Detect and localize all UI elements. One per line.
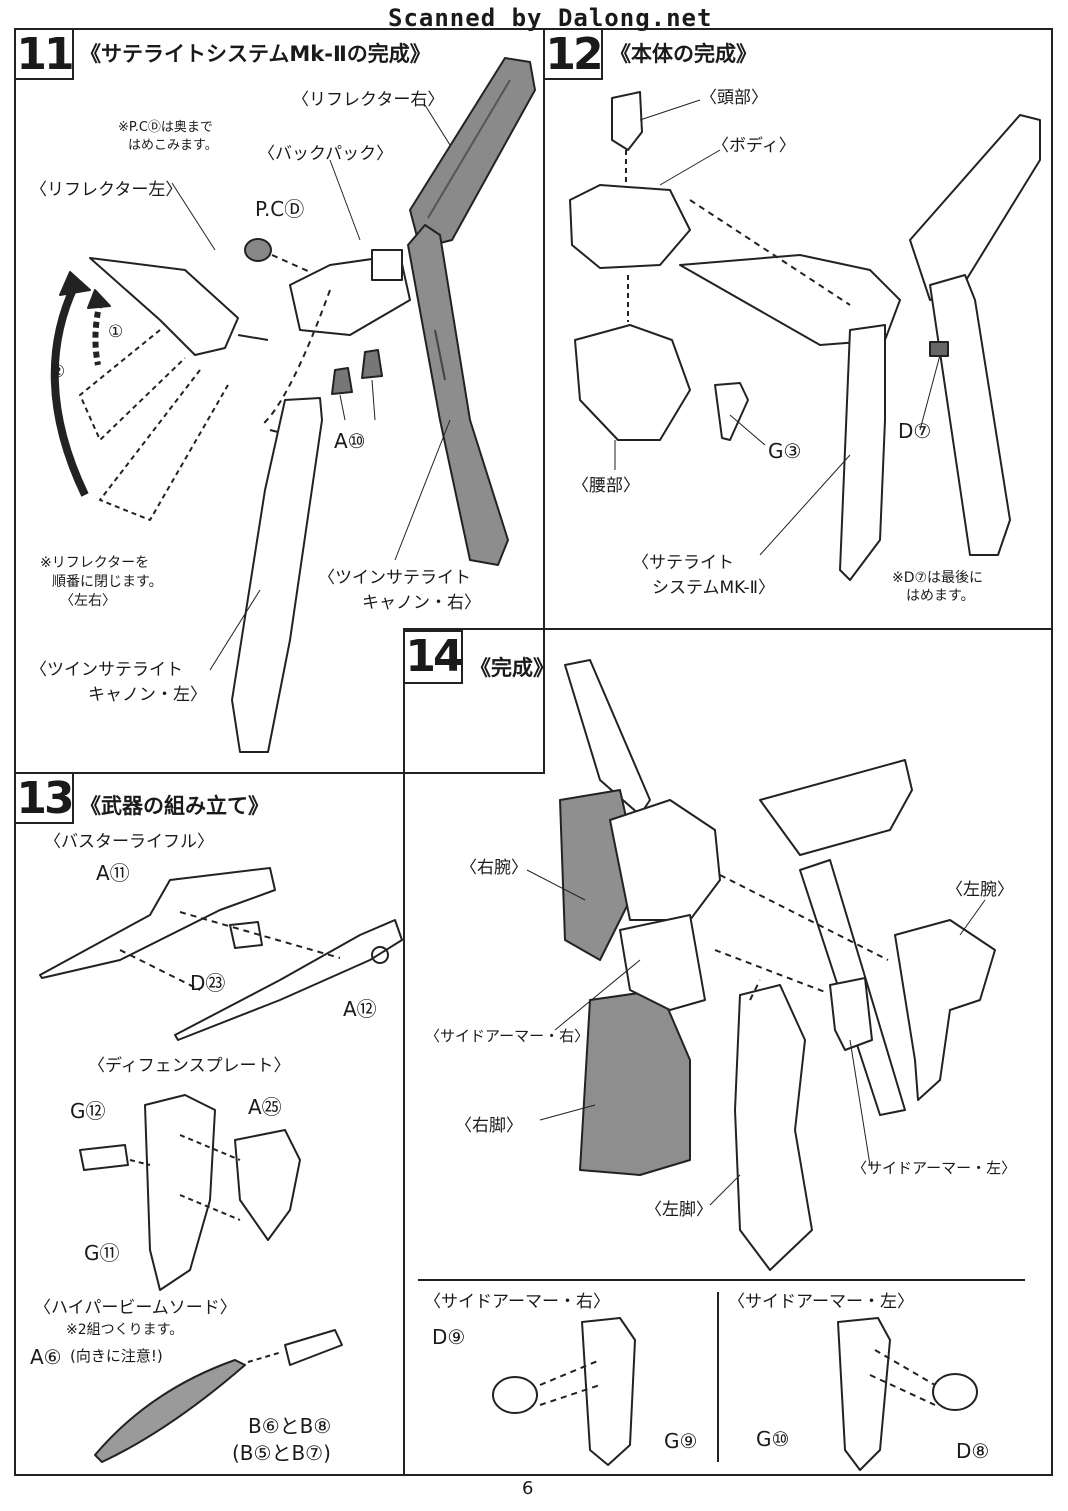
- label-satellite-1: 〈サテライト: [632, 553, 734, 573]
- beam-saber-drawing: [94, 1359, 246, 1463]
- step-14-panel: [403, 628, 1053, 1476]
- waist-drawing: [574, 324, 691, 441]
- step-14-title: 《完成》: [470, 656, 554, 680]
- label-cannon-left-1: 〈ツインサテライト: [30, 660, 183, 680]
- step-11-number: 11: [14, 28, 75, 80]
- part-g10: G⑩: [756, 1427, 790, 1451]
- label-waist: 〈腰部〉: [572, 476, 640, 496]
- note-close-reflector-3: 〈左右〉: [60, 593, 116, 609]
- label-side-armor-right: 〈サイドアーマー・右〉: [425, 1027, 590, 1045]
- label-reflector-right: 〈リフレクター右〉: [292, 90, 445, 110]
- note-close-reflector-2: 順番に閉じます。: [52, 574, 163, 590]
- part-b5-b7: (B⑤とB⑦): [232, 1441, 331, 1465]
- step-13-title: 《武器の組み立て》: [80, 794, 269, 818]
- label-side-armor-left: 〈サイドアーマー・左〉: [852, 1159, 1017, 1177]
- step-11-title: 《サテライトシステムMk-Ⅱの完成》: [80, 42, 431, 66]
- side-armor-right-drawing: [619, 914, 706, 1011]
- part-d9: D⑨: [432, 1325, 466, 1349]
- detail-side-armor-left-drawing: [837, 1317, 891, 1471]
- label-head: 〈頭部〉: [700, 88, 768, 108]
- part-d23: D㉓: [190, 971, 226, 995]
- label-right-arm: 〈右腕〉: [460, 858, 528, 878]
- part-g9: G⑨: [664, 1429, 698, 1453]
- label-left-arm: 〈左腕〉: [946, 880, 1014, 900]
- right-leg-drawing: [579, 989, 691, 1176]
- note-pc-insert-1: ※P.CⒹは奥まで: [118, 120, 213, 135]
- label-left-leg: 〈左脚〉: [645, 1200, 713, 1220]
- part-pc-d: P.CⒹ: [255, 197, 305, 221]
- detail-side-armor-right-title: 〈サイドアーマー・右〉: [424, 1292, 610, 1312]
- body-drawing: [569, 184, 691, 269]
- label-defense-plate: 〈ディフェンスプレート〉: [88, 1056, 291, 1076]
- step-12-title: 《本体の完成》: [610, 42, 757, 66]
- label-body: 〈ボディ〉: [712, 136, 796, 156]
- buster-rifle-top-drawing: [39, 867, 276, 979]
- left-leg-drawing: [734, 984, 813, 1271]
- label-cannon-left-2: キャノン・左〉: [88, 685, 207, 705]
- step-14-number: 14: [403, 630, 464, 684]
- label-buster-rifle: 〈バスターライフル〉: [44, 832, 214, 852]
- part-d8: D⑧: [956, 1439, 990, 1463]
- part-a25: A㉕: [248, 1095, 282, 1119]
- step-13-number: 13: [14, 772, 75, 824]
- detail-side-armor-left-title: 〈サイドアーマー・左〉: [728, 1292, 914, 1312]
- reflector-right-drawing: [409, 57, 536, 249]
- left-arm-drawing: [894, 919, 996, 1101]
- part-g3: G③: [768, 439, 802, 463]
- side-armor-left-drawing: [829, 977, 873, 1051]
- label-satellite-2: システムMK-Ⅱ〉: [652, 578, 776, 598]
- part-a11: A⑪: [96, 861, 130, 885]
- note-d7-last-2: はめます。: [906, 588, 975, 604]
- satellite-drawing: [679, 254, 901, 346]
- arrow-1-marker: ①: [108, 322, 124, 342]
- note-close-reflector-1: ※リフレクターを: [40, 555, 150, 571]
- watermark: Scanned by Dalong.net: [388, 4, 713, 32]
- label-cannon-right-2: キャノン・右〉: [362, 593, 481, 613]
- detail-side-armor-right-drawing: [581, 1317, 636, 1466]
- arrow-2-marker: ②: [50, 362, 66, 382]
- label-backpack: 〈バックパック〉: [258, 144, 394, 164]
- buster-rifle-bottom-drawing: [174, 919, 403, 1041]
- wing-right-drawing: [759, 759, 913, 856]
- label-right-leg: 〈右脚〉: [455, 1116, 523, 1136]
- cannon-left-drawing: [231, 397, 323, 753]
- defense-plate-drawing: [144, 1094, 216, 1291]
- torso-drawing: [609, 799, 721, 921]
- note-pc-insert-2: はめこみます。: [128, 138, 218, 153]
- note-two-sets: ※2組つくります。: [66, 1322, 184, 1338]
- step-12-number: 12: [543, 28, 604, 80]
- part-a10: A⑩: [334, 429, 366, 453]
- page-number: 6: [522, 1478, 534, 1499]
- part-g12: G⑫: [70, 1099, 106, 1123]
- label-beam-sword: 〈ハイパービームソード〉: [34, 1298, 237, 1318]
- head-drawing: [611, 91, 643, 151]
- note-d7-last-1: ※D⑦は最後に: [892, 570, 984, 586]
- part-a12: A⑫: [343, 997, 377, 1021]
- label-reflector-left: 〈リフレクター左〉: [30, 180, 183, 200]
- part-d7: D⑦: [898, 419, 932, 443]
- cannon-right-drawing: [407, 224, 509, 566]
- pc-part-drawing: [244, 238, 272, 262]
- reflector-left-drawing: [89, 257, 239, 356]
- label-cannon-right-1: 〈ツインサテライト: [318, 568, 471, 588]
- part-g11: G⑪: [84, 1241, 120, 1265]
- note-direction: (向きに注意!): [70, 1347, 163, 1365]
- part-b6-b8: B⑥とB⑧: [248, 1414, 332, 1438]
- part-a6: A⑥: [30, 1345, 62, 1369]
